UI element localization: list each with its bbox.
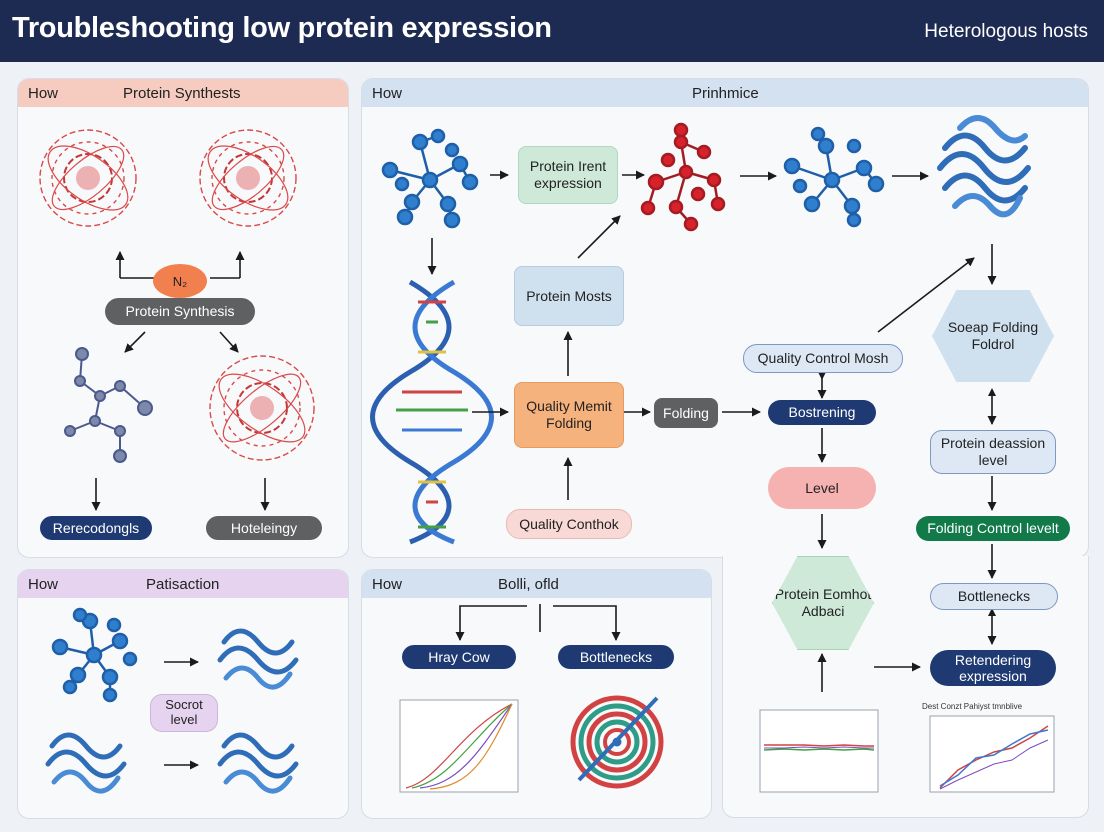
arrow-head	[818, 372, 826, 380]
node-protein-deassion[interactable]: Protein deassion level	[930, 430, 1056, 474]
molecule-blue-icon	[381, 128, 479, 229]
bottlenecks-pill[interactable]: Bottlenecks	[558, 645, 674, 669]
arrow	[219, 331, 239, 353]
panel-header: How Patisaction	[18, 570, 348, 598]
molecule-blue-icon	[51, 607, 138, 703]
node-folding[interactable]: Folding	[654, 398, 718, 428]
protein-ribbon-icon	[217, 732, 299, 794]
target-rings-icon	[570, 695, 664, 789]
panel-title: Bolli, ofld	[498, 576, 559, 593]
hray-cow-pill[interactable]: Hray Cow	[402, 645, 516, 669]
panel-label: How	[28, 85, 59, 102]
protein-tangle-icon	[209, 355, 315, 461]
node-quality-folding[interactable]: Quality Memit Folding	[514, 382, 624, 448]
protein-ribbon-icon	[217, 628, 299, 690]
node-protein-expression[interactable]: Protein Irent expression	[518, 146, 618, 204]
panel-header: How Bolli, ofld	[362, 570, 711, 598]
node-retendering[interactable]: Retendering expression	[930, 650, 1056, 686]
mini-chart-growth	[399, 699, 519, 793]
protein-tangle-icon	[199, 129, 297, 227]
panel-title: Protein Synthests	[123, 85, 241, 102]
dna-helix-icon	[370, 279, 494, 545]
panel-header: How Prinhmice	[362, 79, 1088, 107]
panel-header: How Protein Synthests	[18, 79, 348, 107]
rerecodongls-pill[interactable]: Rerecodongls	[40, 516, 152, 540]
molecule-red-icon	[640, 122, 726, 232]
arrow-head	[988, 608, 996, 616]
node-soap-folding[interactable]: Soeap Folding Foldrol	[932, 290, 1054, 382]
panel-label: How	[372, 576, 403, 593]
socrot-level-pill[interactable]: Socrot level	[150, 694, 218, 732]
arrow	[124, 331, 146, 353]
page-title: Troubleshooting low protein expression	[12, 12, 552, 44]
hoteleingy-pill[interactable]: Hoteleingy	[206, 516, 322, 540]
node-folding-control[interactable]: Folding Control levelt	[916, 516, 1070, 541]
molecule-grey-icon	[64, 347, 153, 463]
arrow	[553, 605, 621, 641]
node-level[interactable]: Level	[768, 467, 876, 509]
node-bottlenecks[interactable]: Bottlenecks	[930, 583, 1058, 610]
protein-ribbon-icon	[937, 115, 1031, 218]
arrow	[877, 257, 975, 333]
arrow-head	[988, 388, 996, 396]
mini-chart-title: Dest Conzt Pahiyst tmnblive	[922, 702, 1023, 711]
arrow	[577, 215, 621, 259]
header-bar: Troubleshooting low protein expression H…	[0, 0, 1104, 62]
node-bostrening[interactable]: Bostrening	[768, 400, 876, 425]
node-protein-comfort[interactable]: Protein Eomhot Adbaci	[772, 556, 874, 650]
panel-label: How	[372, 85, 403, 102]
page-subtitle: Heterologous hosts	[924, 21, 1088, 42]
mini-chart-rising	[929, 715, 1055, 793]
panel-label: How	[28, 576, 59, 593]
node-qc-mesh[interactable]: Quality Control Mosh	[743, 344, 903, 373]
molecule-blue-icon	[783, 126, 885, 228]
protein-synthesis-pill[interactable]: Protein Synthesis	[105, 298, 255, 325]
arrow	[455, 605, 527, 641]
protein-ribbon-icon	[45, 732, 127, 794]
badge-blob	[153, 264, 207, 298]
protein-tangle-icon	[39, 129, 137, 227]
panel-bottleneck: How Bolli, ofld	[361, 569, 712, 819]
panel-title: Patisaction	[146, 576, 220, 593]
panel-title: Prinhmice	[692, 85, 759, 102]
badge-n2: N₂	[172, 273, 188, 289]
node-protein-hosts[interactable]: Protein Mosts	[514, 266, 624, 326]
node-quality-control[interactable]: Quality Conthok	[506, 509, 632, 539]
mini-chart-flat	[759, 709, 879, 793]
